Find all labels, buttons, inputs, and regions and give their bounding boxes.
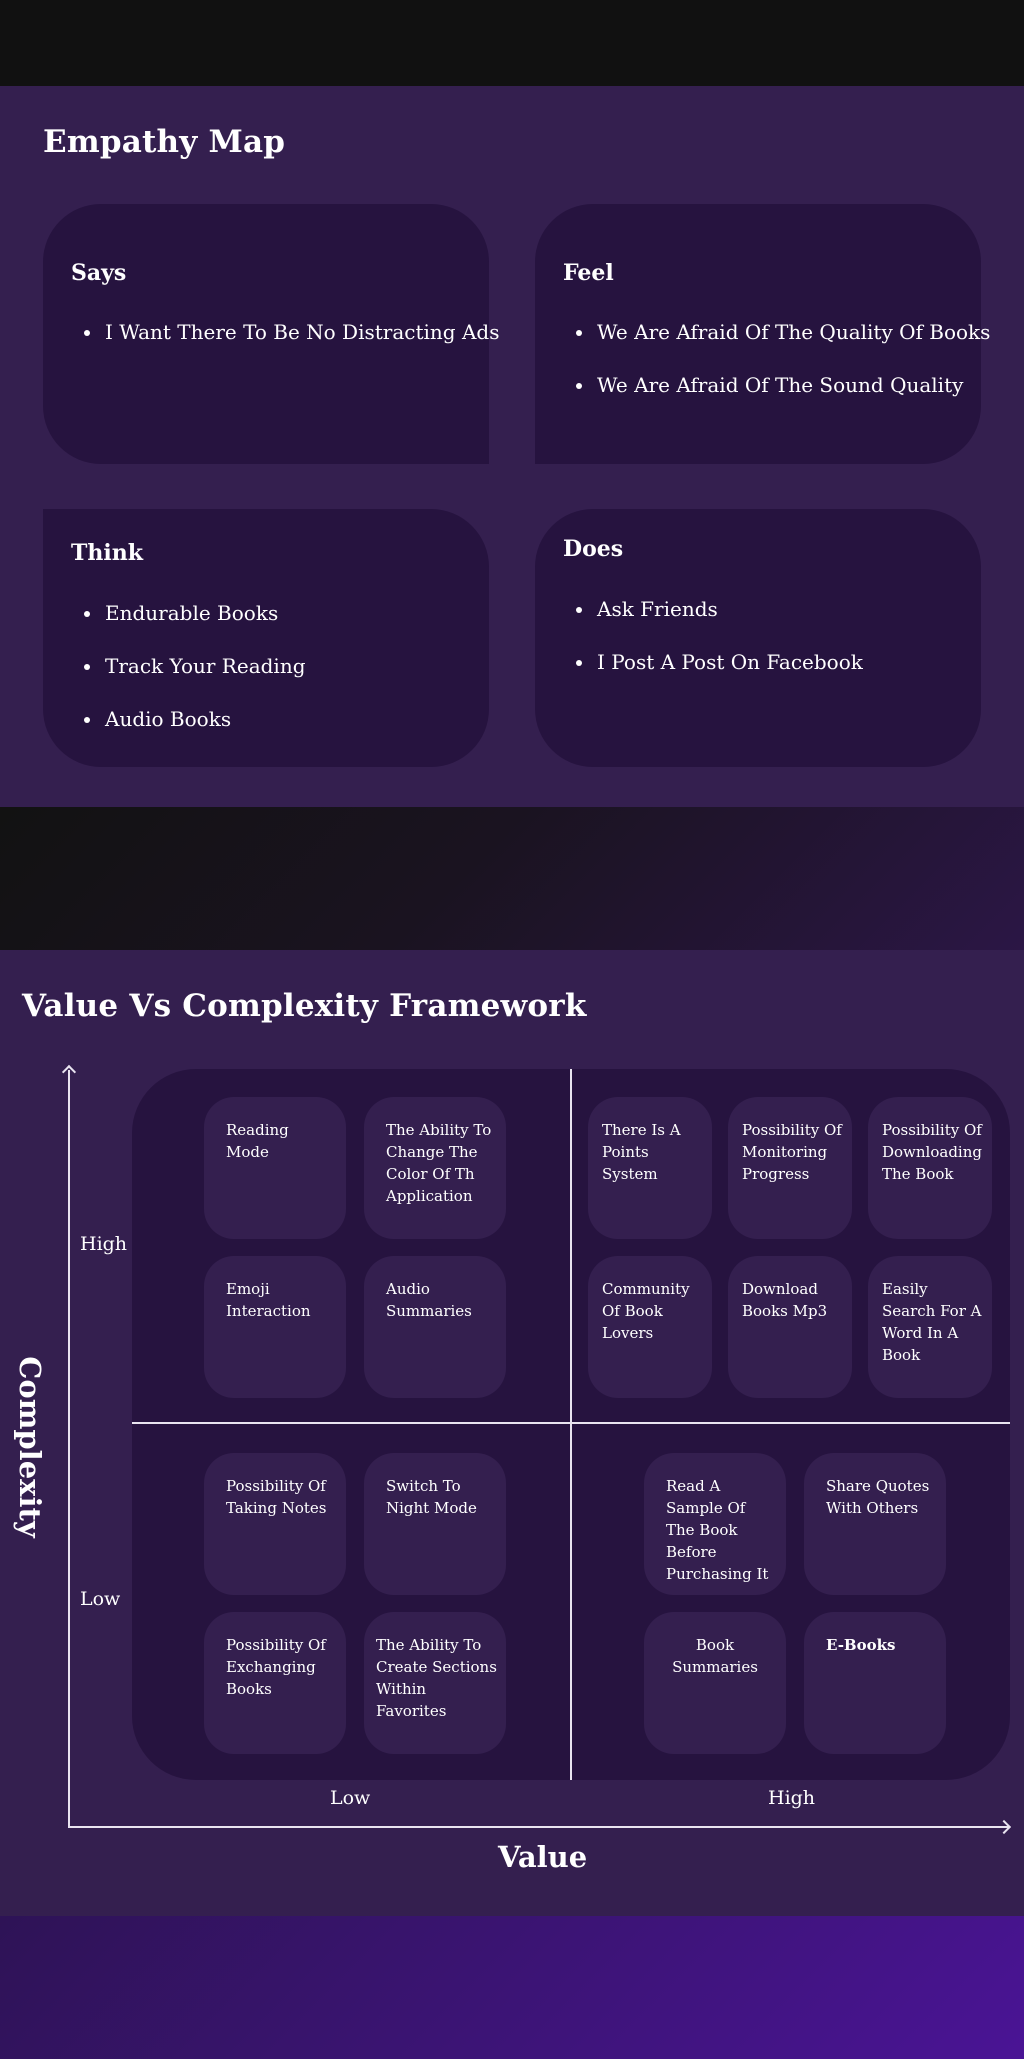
y-axis-high-label: High: [80, 1233, 128, 1255]
think-item: Audio Books: [84, 707, 306, 731]
y-axis-low-label: Low: [80, 1588, 121, 1610]
empathy-map-title: Empathy Map: [43, 124, 286, 160]
framework-section: Value Vs Complexity Framework High Low C…: [0, 950, 1024, 1916]
feel-heading: Feel: [563, 260, 614, 286]
feature-tile: Emoji Interaction: [204, 1256, 346, 1398]
top-band: [0, 0, 1024, 86]
feature-tile: Possibility Of Exchanging Books: [204, 1612, 346, 1754]
feel-list: We Are Afraid Of The Quality Of Books We…: [575, 320, 991, 426]
think-heading: Think: [71, 540, 143, 566]
says-list: I Want There To Be No Distracting Ads: [83, 320, 500, 373]
feature-tile: Audio Summaries: [364, 1256, 506, 1398]
x-axis-line: [68, 1826, 1010, 1828]
does-item: Ask Friends: [576, 597, 863, 621]
feel-card: Feel We Are Afraid Of The Quality Of Boo…: [535, 204, 990, 464]
feature-tile: Possibility Of Downloading The Book: [868, 1097, 992, 1239]
feature-tile: Read A Sample Of The Book Before Purchas…: [644, 1453, 786, 1595]
feature-tile: There Is A Points System: [588, 1097, 712, 1239]
says-heading: Says: [71, 260, 127, 286]
does-heading: Does: [563, 536, 624, 562]
feature-tile: The Ability To Change The Color Of Th Ap…: [364, 1097, 506, 1239]
x-axis-title: Value: [498, 1840, 588, 1874]
does-card: Does Ask Friends I Post A Post On Facebo…: [535, 509, 981, 767]
does-item: I Post A Post On Facebook: [576, 650, 863, 674]
feature-tile: E-Books: [804, 1612, 946, 1754]
framework-title: Value Vs Complexity Framework: [22, 988, 587, 1024]
feature-tile: Community Of Book Lovers: [588, 1256, 712, 1398]
feature-tile: Possibility Of Monitoring Progress: [728, 1097, 852, 1239]
feature-tile: Book Summaries: [644, 1612, 786, 1754]
x-axis-high-label: High: [768, 1787, 816, 1809]
feel-item: We Are Afraid Of The Sound Quality: [575, 373, 990, 397]
says-item: I Want There To Be No Distracting Ads: [83, 320, 500, 344]
arrow-up-icon: [61, 1064, 77, 1080]
section-gap: [0, 807, 1024, 950]
bottom-band: [0, 1916, 1024, 2059]
horizontal-divider: [132, 1422, 1010, 1424]
feature-tile: The Ability To Create Sections Within Fa…: [364, 1612, 506, 1754]
x-axis-low-label: Low: [330, 1787, 371, 1809]
empathy-map-section: Empathy Map Says I Want There To Be No D…: [0, 86, 1024, 807]
vertical-divider: [570, 1069, 572, 1780]
feature-tile: Possibility Of Taking Notes: [204, 1453, 346, 1595]
y-axis-line: [68, 1070, 70, 1827]
feature-tile: Easily Search For A Word In A Book: [868, 1256, 992, 1398]
feel-item: We Are Afraid Of The Quality Of Books: [575, 320, 991, 344]
feature-tile: Reading Mode: [204, 1097, 346, 1239]
feature-tile: Download Books Mp3: [728, 1256, 852, 1398]
does-list: Ask Friends I Post A Post On Facebook: [576, 597, 863, 703]
arrow-right-icon: [996, 1819, 1012, 1835]
feature-tile: Switch To Night Mode: [364, 1453, 506, 1595]
feature-tile: Share Quotes With Others: [804, 1453, 946, 1595]
think-item: Track Your Reading: [84, 654, 306, 678]
think-card: Think Endurable Books Track Your Reading…: [43, 509, 489, 767]
think-item: Endurable Books: [84, 601, 306, 625]
says-card: Says I Want There To Be No Distracting A…: [43, 204, 499, 464]
think-list: Endurable Books Track Your Reading Audio…: [84, 601, 306, 760]
y-axis-title: Complexity: [13, 1356, 47, 1538]
